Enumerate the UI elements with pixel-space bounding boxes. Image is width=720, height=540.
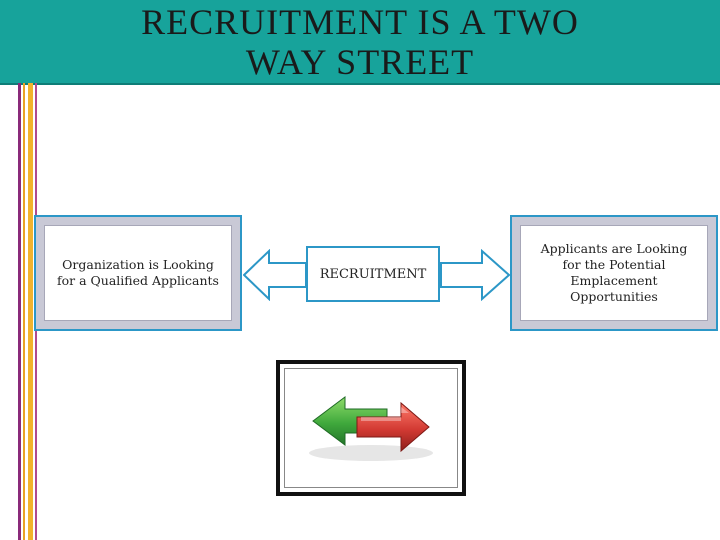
side-stripe [18, 83, 21, 540]
side-stripe [23, 83, 25, 540]
applicants-line-1: Applicants are Looking [540, 241, 688, 256]
applicants-text: Applicants are Looking for the Potential… [520, 225, 708, 321]
left-arrow-icon [243, 249, 307, 301]
arrows-image-frame [276, 360, 466, 496]
right-arrow-icon [440, 249, 510, 301]
recruitment-box: RECRUITMENT [306, 246, 440, 302]
title-line-2: WAY STREET [245, 42, 475, 82]
organization-text: Organization is Looking for a Qualified … [44, 225, 232, 321]
slide-title: RECRUITMENT IS A TWO WAY STREET [70, 2, 650, 82]
two-way-arrows-icon [309, 396, 433, 461]
arrows-image [280, 364, 462, 492]
title-bar: RECRUITMENT IS A TWO WAY STREET [0, 0, 720, 85]
applicants-box: Applicants are Looking for the Potential… [510, 215, 718, 331]
applicants-line-4: Opportunities [570, 289, 658, 304]
applicants-line-2: for the Potential [562, 257, 666, 272]
applicants-line-3: Emplacement [570, 273, 658, 288]
side-stripe [28, 83, 33, 540]
organization-box: Organization is Looking for a Qualified … [34, 215, 242, 331]
title-line-1: RECRUITMENT IS A TWO [141, 2, 579, 42]
organization-line-1: Organization is Looking [62, 257, 214, 272]
organization-line-2: for a Qualified Applicants [57, 273, 219, 288]
